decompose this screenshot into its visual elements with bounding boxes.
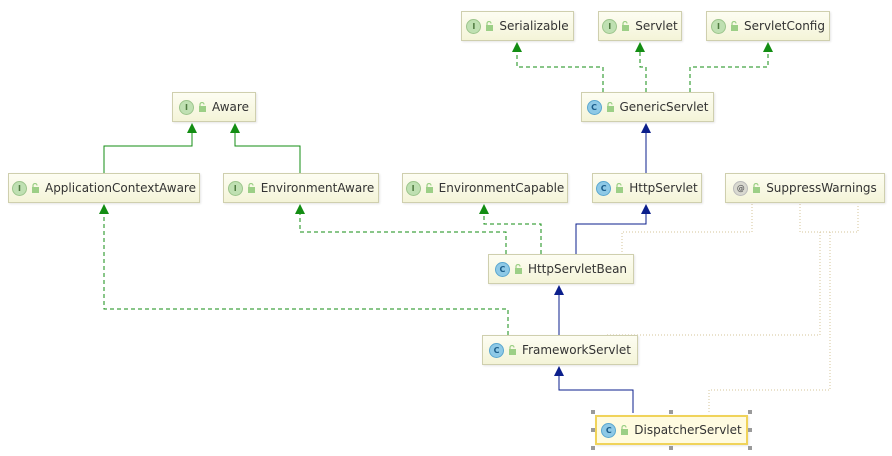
node-label: Aware	[212, 100, 249, 114]
interface-icon: I	[711, 18, 727, 34]
unlock-icon	[509, 345, 517, 355]
edge-framework-servlet-extends	[554, 285, 564, 335]
edge-arrowheads-http-servlet-bean	[295, 204, 489, 214]
unlock-icon	[247, 183, 255, 193]
unlock-icon	[486, 21, 494, 31]
node-servlet-config[interactable]: I ServletConfig	[706, 11, 830, 41]
unlock-icon	[616, 183, 624, 193]
edge-http-servlet-bean-extends	[575, 204, 651, 254]
node-environment-capable[interactable]: I EnvironmentCapable	[402, 173, 568, 203]
class-icon: C	[596, 180, 612, 196]
selection-handle[interactable]	[748, 410, 752, 414]
unlock-icon	[606, 102, 614, 112]
node-http-servlet-bean[interactable]: C HttpServletBean	[488, 254, 634, 284]
node-application-context-aware[interactable]: I ApplicationContextAware	[8, 173, 200, 203]
unlock-icon	[621, 425, 629, 435]
unlock-icon	[514, 264, 522, 274]
node-label: Serializable	[499, 19, 569, 33]
unlock-icon	[753, 183, 761, 193]
interface-icon: I	[11, 180, 27, 196]
node-label: FrameworkServlet	[522, 343, 631, 357]
selection-handle[interactable]	[748, 446, 752, 450]
node-label: ServletConfig	[744, 19, 825, 33]
node-framework-servlet[interactable]: C FrameworkServlet	[482, 335, 638, 365]
class-icon: C	[586, 99, 602, 115]
unlock-icon	[622, 21, 630, 31]
node-generic-servlet[interactable]: C GenericServlet	[581, 92, 714, 122]
node-serializable[interactable]: I Serializable	[461, 11, 574, 41]
unlock-icon	[31, 183, 39, 193]
selection-handle[interactable]	[748, 428, 752, 432]
interface-icon: I	[179, 99, 195, 115]
node-label: EnvironmentCapable	[438, 181, 565, 195]
class-icon: C	[601, 422, 617, 438]
interface-icon: I	[602, 18, 618, 34]
selection-handle[interactable]	[591, 428, 595, 432]
class-icon: C	[494, 261, 510, 277]
edge-suppress-warnings-annotations	[605, 204, 859, 413]
node-label: SuppressWarnings	[766, 181, 877, 195]
node-label: Servlet	[635, 19, 678, 33]
class-icon: C	[489, 342, 505, 358]
selection-handle[interactable]	[669, 446, 673, 450]
selection-handle[interactable]	[591, 410, 595, 414]
unlock-icon	[199, 102, 207, 112]
interface-icon: I	[227, 180, 243, 196]
node-label: HttpServletBean	[527, 262, 628, 276]
node-http-servlet[interactable]: C HttpServlet	[592, 173, 702, 203]
unlock-icon	[425, 183, 433, 193]
edge-dispatcher-servlet-extends	[554, 366, 634, 413]
unlock-icon	[731, 21, 739, 31]
selection-handle[interactable]	[591, 446, 595, 450]
node-label: HttpServlet	[629, 181, 698, 195]
annotation-icon: @	[733, 180, 749, 196]
selection-handle[interactable]	[669, 410, 673, 414]
edge-http-servlet-bean-implements	[299, 214, 542, 254]
node-dispatcher-servlet[interactable]: C DispatcherServlet	[595, 415, 748, 445]
edge-generic-servlet-implements	[516, 52, 769, 92]
edge-aware-extends	[103, 133, 301, 173]
node-suppress-warnings[interactable]: @ SuppressWarnings	[725, 173, 885, 203]
edge-http-servlet-extends	[641, 123, 651, 173]
node-label: DispatcherServlet	[634, 423, 742, 437]
edge-framework-servlet-implements	[99, 204, 509, 335]
node-environment-aware[interactable]: I EnvironmentAware	[223, 173, 379, 203]
edge-arrowheads-generic-servlet	[512, 42, 773, 52]
node-label: EnvironmentAware	[260, 181, 375, 195]
edge-arrowheads-aware	[187, 123, 240, 133]
node-label: GenericServlet	[619, 100, 709, 114]
node-aware[interactable]: I Aware	[172, 92, 256, 122]
node-servlet[interactable]: I Servlet	[598, 11, 682, 41]
node-label: ApplicationContextAware	[44, 181, 196, 195]
interface-icon: I	[405, 180, 421, 196]
interface-icon: I	[466, 18, 482, 34]
